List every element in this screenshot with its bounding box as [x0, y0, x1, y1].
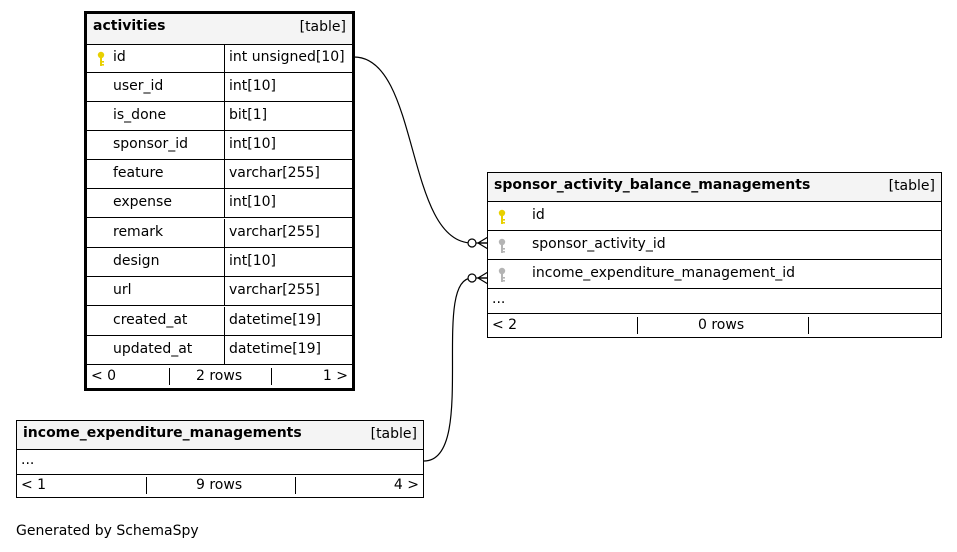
- column-name: design: [113, 253, 160, 269]
- column-type: int[10]: [229, 253, 276, 269]
- table-kind: [table]: [888, 178, 935, 194]
- children-link[interactable]: 4 >: [393, 477, 419, 493]
- ellipsis-text: ...: [492, 291, 506, 307]
- table-sponsor-activity-balance-managements[interactable]: sponsor_activity_balance_managements [ta…: [487, 172, 942, 338]
- column-name: sponsor_activity_id: [532, 236, 666, 252]
- table-name: sponsor_activity_balance_managements: [494, 177, 811, 193]
- column-name: created_at: [113, 312, 188, 328]
- column-name: id: [113, 49, 126, 65]
- table-header: income_expenditure_managements [table]: [17, 421, 423, 450]
- column-row-expense[interactable]: expense int[10]: [87, 189, 352, 218]
- primary-key-icon: [498, 209, 506, 225]
- parents-link[interactable]: < 1: [21, 477, 47, 493]
- more-columns: ...: [488, 289, 941, 314]
- column-name: user_id: [113, 78, 164, 94]
- row-count: 9 rows: [196, 477, 243, 493]
- table-header: sponsor_activity_balance_managements [ta…: [488, 173, 941, 202]
- table-header: activities [table]: [87, 14, 352, 45]
- column-row-updated-at[interactable]: updated_at datetime[19]: [87, 336, 352, 365]
- column-row-id[interactable]: id: [488, 202, 941, 231]
- column-type: datetime[19]: [229, 341, 321, 357]
- primary-key-icon: [97, 51, 105, 67]
- column-name: remark: [113, 224, 164, 240]
- column-row-user-id[interactable]: user_id int[10]: [87, 73, 352, 102]
- column-type: int[10]: [229, 136, 276, 152]
- generated-by-label: Generated by SchemaSpy: [16, 523, 199, 539]
- column-row-income-expenditure-management-id[interactable]: income_expenditure_management_id: [488, 260, 941, 289]
- parents-link[interactable]: < 2: [492, 317, 518, 333]
- column-name: income_expenditure_management_id: [532, 265, 796, 281]
- table-activities[interactable]: activities [table] id int unsigned[10] u…: [84, 11, 355, 391]
- column-row-sponsor-id[interactable]: sponsor_id int[10]: [87, 131, 352, 160]
- table-income-expenditure-managements[interactable]: income_expenditure_managements [table] .…: [16, 420, 424, 498]
- column-row-is-done[interactable]: is_done bit[1]: [87, 102, 352, 131]
- table-footer: < 1 9 rows 4 >: [17, 474, 423, 497]
- column-row-id[interactable]: id int unsigned[10]: [87, 44, 352, 73]
- column-type: int[10]: [229, 194, 276, 210]
- column-type: varchar[255]: [229, 224, 320, 240]
- parents-link[interactable]: < 0: [91, 368, 117, 384]
- edge-zero-marker: [467, 238, 477, 248]
- edge-income-to-sponsor-activity: [423, 277, 488, 462]
- column-type: varchar[255]: [229, 282, 320, 298]
- table-name: income_expenditure_managements: [23, 425, 302, 441]
- edge-crowfoot: [477, 236, 489, 250]
- table-kind: [table]: [299, 19, 346, 35]
- column-name: sponsor_id: [113, 136, 189, 152]
- column-name: is_done: [113, 107, 167, 123]
- column-name: updated_at: [113, 341, 193, 357]
- row-count: 0 rows: [698, 317, 745, 333]
- table-name: activities: [93, 18, 166, 34]
- column-type: int unsigned[10]: [229, 49, 345, 65]
- row-count: 2 rows: [196, 368, 243, 384]
- table-footer: < 0 2 rows 1 >: [87, 365, 352, 388]
- edge-crowfoot: [477, 271, 489, 285]
- ellipsis-text: ...: [21, 452, 35, 468]
- column-row-created-at[interactable]: created_at datetime[19]: [87, 307, 352, 336]
- column-row-remark[interactable]: remark varchar[255]: [87, 219, 352, 248]
- column-name: expense: [113, 194, 172, 210]
- children-link[interactable]: 1 >: [322, 368, 348, 384]
- edge-zero-marker: [467, 273, 477, 283]
- more-columns: ...: [17, 450, 423, 475]
- foreign-key-icon: [498, 267, 506, 283]
- column-type: bit[1]: [229, 107, 268, 123]
- column-type: varchar[255]: [229, 165, 320, 181]
- column-row-design[interactable]: design int[10]: [87, 248, 352, 277]
- column-row-url[interactable]: url varchar[255]: [87, 277, 352, 306]
- column-name: feature: [113, 165, 164, 181]
- column-name: id: [532, 207, 545, 223]
- column-name: url: [113, 282, 132, 298]
- edge-activities-to-sponsor-activity: [353, 56, 488, 244]
- column-type: datetime[19]: [229, 312, 321, 328]
- column-row-sponsor-activity-id[interactable]: sponsor_activity_id: [488, 231, 941, 260]
- table-kind: [table]: [370, 426, 417, 442]
- column-type: int[10]: [229, 78, 276, 94]
- foreign-key-icon: [498, 238, 506, 254]
- table-footer: < 2 0 rows: [488, 314, 941, 337]
- column-row-feature[interactable]: feature varchar[255]: [87, 160, 352, 189]
